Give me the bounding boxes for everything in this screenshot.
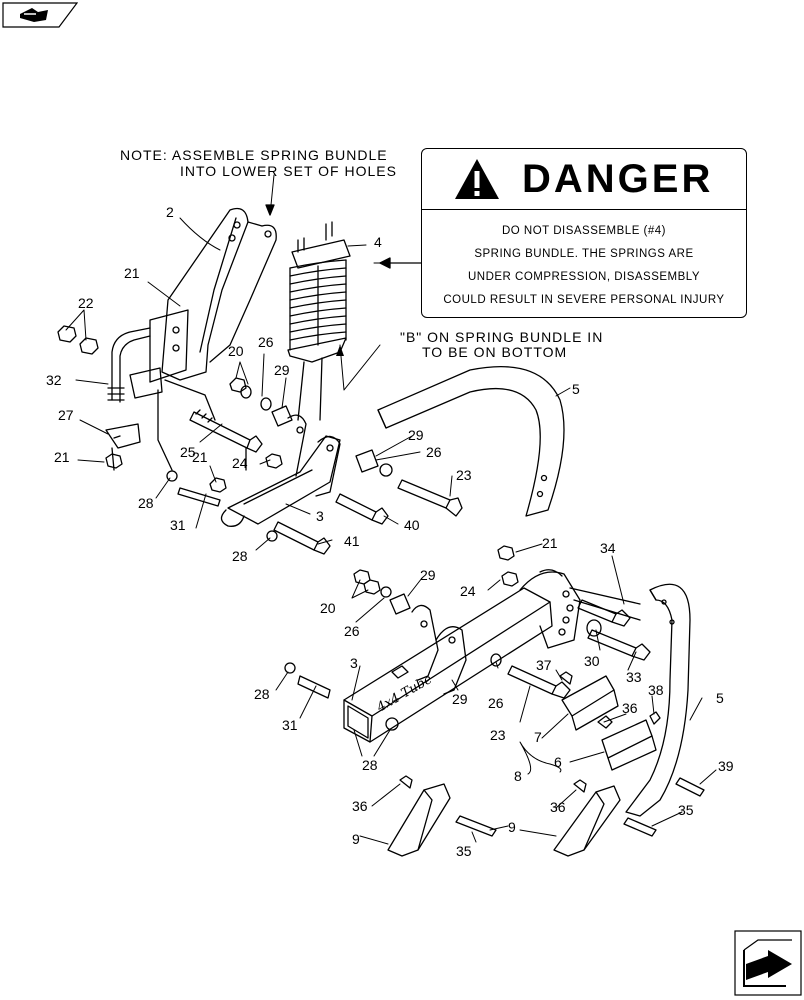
spring-orientation-line2: TO BE ON BOTTOM [422, 344, 568, 360]
callout-35: 35 [678, 802, 694, 818]
callout-30: 30 [584, 653, 600, 669]
callout-27: 27 [58, 407, 74, 423]
callout-21: 21 [542, 535, 558, 551]
callout-29: 29 [408, 427, 424, 443]
assembly-note: NOTE: ASSEMBLE SPRING BUNDLE INTO LOWER … [120, 147, 397, 179]
callout-41: 41 [344, 533, 360, 549]
callout-3: 3 [350, 655, 358, 671]
danger-line: COULD RESULT IN SEVERE PERSONAL INJURY [443, 294, 725, 306]
shank-upper [377, 366, 565, 517]
callout-35: 35 [456, 843, 472, 859]
callout-25: 25 [180, 444, 196, 460]
callout-36: 36 [550, 799, 566, 815]
callout-29: 29 [420, 567, 436, 583]
book-arrow-icon[interactable] [2, 2, 78, 28]
callout-39: 39 [718, 758, 734, 774]
callout-numbers: 2 4 21 22 32 20 26 29 27 25 21 21 24 29 … [46, 204, 734, 859]
callout-26: 26 [258, 334, 274, 350]
callout-37: 37 [536, 657, 552, 673]
shovels-9 [387, 775, 621, 857]
callout-34: 34 [600, 540, 616, 556]
callout-2: 2 [166, 204, 174, 220]
callout-4: 4 [374, 234, 382, 250]
assembly-note-line2: INTO LOWER SET OF HOLES [180, 163, 397, 179]
tube-handwriting: 4x4 Tube [374, 672, 436, 716]
callout-7: 7 [534, 729, 542, 745]
callout-38: 38 [648, 682, 664, 698]
warning-triangle-icon [455, 159, 499, 199]
callout-26: 26 [426, 444, 442, 460]
bolts-upper [177, 409, 463, 555]
mount-bracket [129, 207, 277, 471]
nut-21-left [105, 453, 123, 469]
callout-32: 32 [46, 372, 62, 388]
washers-upper [166, 377, 393, 542]
callout-3: 3 [316, 508, 324, 524]
callout-23: 23 [456, 467, 472, 483]
callout-20: 20 [228, 343, 244, 359]
callout-28: 28 [254, 686, 270, 702]
points-6-7 [561, 675, 705, 837]
callout-40: 40 [404, 517, 420, 533]
callout-26: 26 [488, 695, 504, 711]
spring-orientation-line1: "B" ON SPRING BUNDLE IN [400, 329, 604, 345]
callout-5: 5 [716, 690, 724, 706]
beam-lower [343, 569, 581, 743]
danger-title: DANGER [522, 156, 714, 201]
callout-36: 36 [352, 798, 368, 814]
callout-9: 9 [508, 819, 516, 835]
callout-21: 21 [192, 449, 208, 465]
callout-5: 5 [572, 381, 580, 397]
danger-line: UNDER COMPRESSION, DISASSEMBLY [467, 271, 701, 283]
danger-text: DO NOT DISASSEMBLE (#4) SPRING BUNDLE. T… [422, 210, 746, 312]
next-page-icon[interactable] [734, 930, 802, 996]
danger-line: SPRING BUNDLE. THE SPRINGS ARE [474, 248, 694, 260]
callout-6: 6 [554, 754, 562, 770]
nuts-22 [57, 325, 99, 355]
callout-22: 22 [78, 295, 94, 311]
callout-31: 31 [282, 717, 298, 733]
shank-lower [569, 583, 691, 817]
callout-24: 24 [460, 583, 476, 599]
callout-24: 24 [232, 455, 248, 471]
bolts-lower [284, 545, 651, 731]
callout-20: 20 [320, 600, 336, 616]
callout-29: 29 [452, 691, 468, 707]
u-bolt [107, 327, 151, 403]
danger-header: DANGER [422, 149, 746, 210]
callout-28: 28 [362, 757, 378, 773]
callout-21: 21 [124, 265, 140, 281]
strap-27 [105, 423, 141, 449]
callout-28: 28 [138, 495, 154, 511]
callout-8: 8 [514, 768, 522, 784]
spring-orientation-note: "B" ON SPRING BUNDLE IN TO BE ON BOTTOM [400, 330, 603, 360]
callout-21: 21 [54, 449, 70, 465]
assembly-note-line1: NOTE: ASSEMBLE SPRING BUNDLE [120, 147, 388, 163]
spring-bundle [287, 221, 351, 421]
callout-28: 28 [232, 548, 248, 564]
callout-9: 9 [352, 831, 360, 847]
danger-sign: DANGER DO NOT DISASSEMBLE (#4) SPRING BU… [421, 148, 747, 318]
callout-31: 31 [170, 517, 186, 533]
danger-line: DO NOT DISASSEMBLE (#4) [501, 225, 667, 237]
callout-33: 33 [626, 669, 642, 685]
callout-26: 26 [344, 623, 360, 639]
callout-23: 23 [490, 727, 506, 743]
callout-36: 36 [622, 700, 638, 716]
callout-29: 29 [274, 362, 290, 378]
